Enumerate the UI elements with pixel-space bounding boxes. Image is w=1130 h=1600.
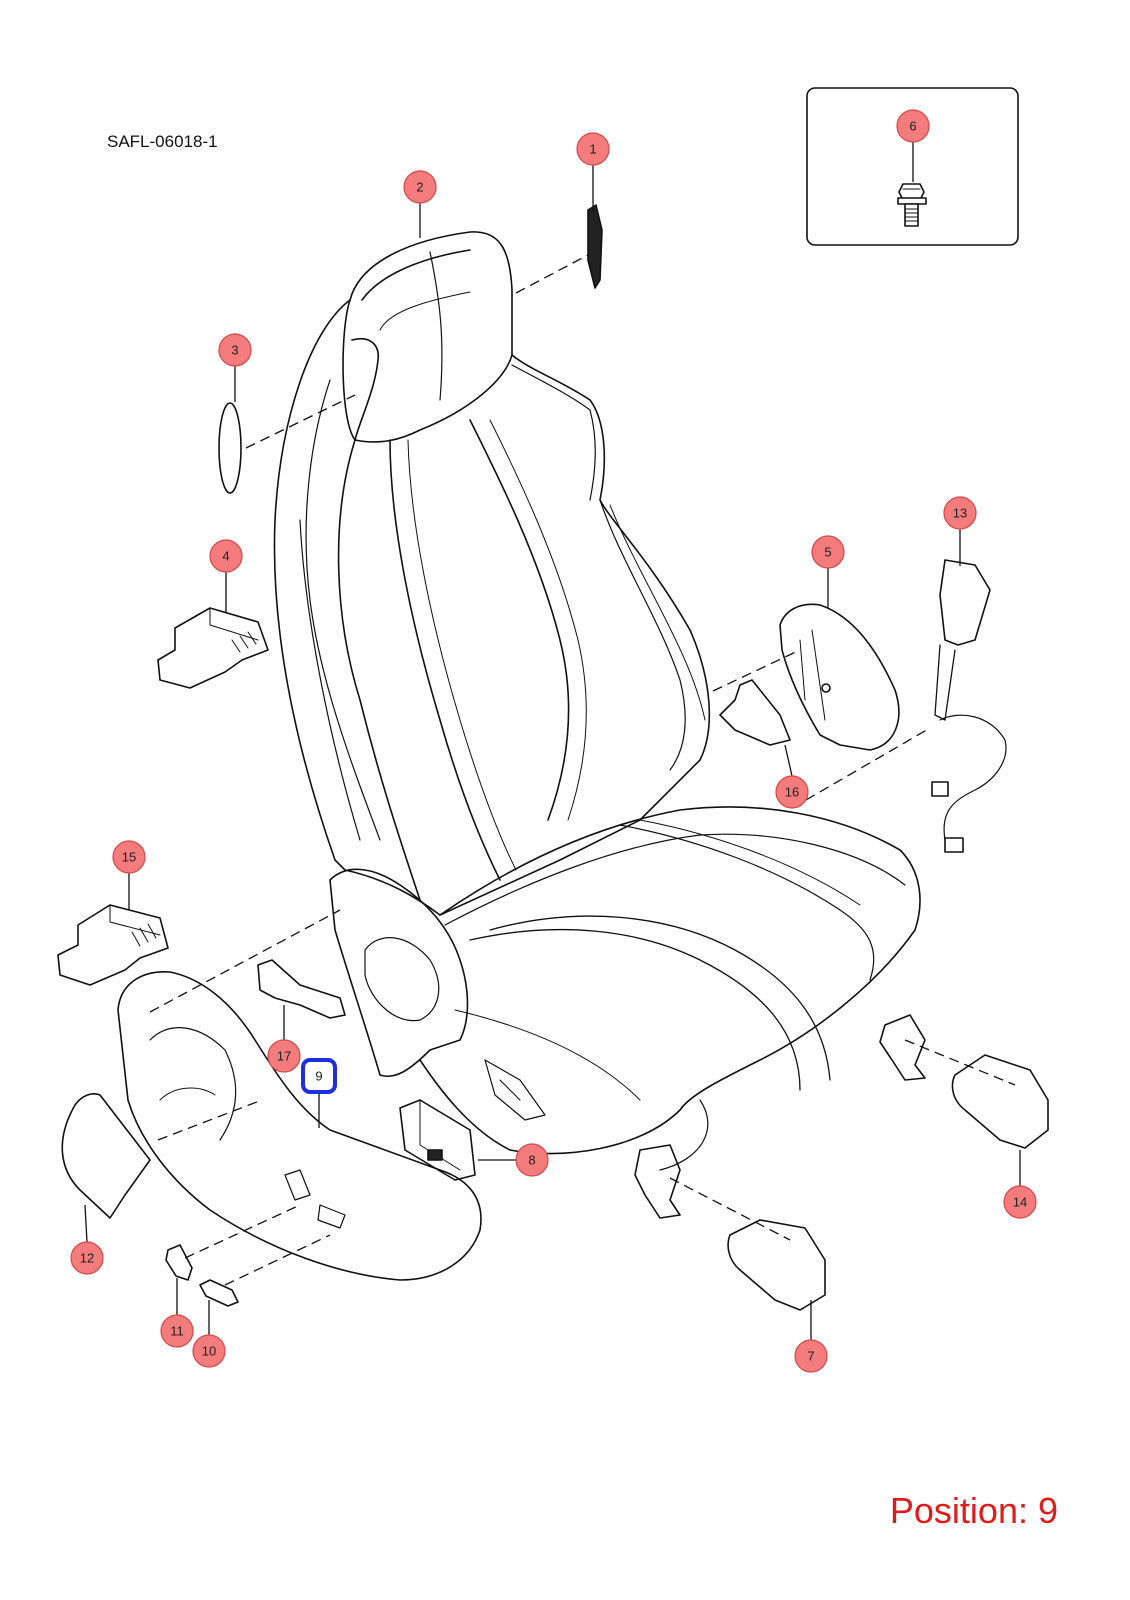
callout-circle xyxy=(576,132,610,166)
callout-label: 7 xyxy=(807,1349,814,1364)
callout-label: 13 xyxy=(953,506,967,521)
inset-box xyxy=(806,87,1019,246)
hinge-front xyxy=(879,1014,926,1081)
callout-circle xyxy=(160,1314,194,1348)
side-cover-part xyxy=(329,868,546,1121)
callout-label: 9 xyxy=(315,1069,322,1084)
callout-16[interactable]: 16 xyxy=(775,775,809,809)
callout-17[interactable]: 17 xyxy=(267,1039,301,1073)
module-part-8 xyxy=(399,1099,476,1181)
callout-circle xyxy=(192,1334,226,1368)
callout-12[interactable]: 12 xyxy=(70,1241,104,1275)
callout-circle xyxy=(515,1143,549,1177)
buckle-part-13 xyxy=(931,559,1007,853)
knob-part-11 xyxy=(165,1244,193,1281)
selected-callout-highlight xyxy=(301,1058,337,1094)
position-label: Position: 9 xyxy=(889,1490,1058,1531)
callout-6[interactable]: 6 xyxy=(896,109,930,143)
backrest xyxy=(273,299,711,916)
callout-circle xyxy=(943,496,977,530)
callout-label: 17 xyxy=(277,1049,291,1064)
diagram-code: SAFL-06018-1 xyxy=(107,132,218,151)
callout-circle xyxy=(267,1039,301,1073)
callout-8[interactable]: 8 xyxy=(515,1143,549,1177)
callout-circle xyxy=(218,333,252,367)
callout-label: 11 xyxy=(170,1324,184,1339)
bolt-part xyxy=(897,183,927,227)
bracket-part-17 xyxy=(257,959,346,1019)
callout-label: 12 xyxy=(80,1251,94,1266)
hinge-rear xyxy=(634,1144,681,1219)
callout-7[interactable]: 7 xyxy=(794,1339,828,1373)
callout-1[interactable]: 1 xyxy=(576,132,610,166)
lower-side-trim xyxy=(117,971,482,1281)
callout-circle xyxy=(112,840,146,874)
callout-label: 15 xyxy=(122,850,136,865)
end-cap-part-14 xyxy=(951,1054,1049,1149)
oval-part-3 xyxy=(218,402,242,494)
callout-3[interactable]: 3 xyxy=(218,333,252,367)
callout-label: 1 xyxy=(589,142,596,157)
headrest xyxy=(342,231,513,443)
bracket-part-4 xyxy=(157,607,269,689)
callout-9[interactable]: 9 xyxy=(301,1058,337,1094)
callout-label: 5 xyxy=(824,545,831,560)
callout-2[interactable]: 2 xyxy=(403,170,437,204)
callout-circle xyxy=(794,1339,828,1373)
callout-stems xyxy=(84,142,1021,1340)
callout-label: 10 xyxy=(202,1344,216,1359)
callout-label: 2 xyxy=(416,180,423,195)
callout-10[interactable]: 10 xyxy=(192,1334,226,1368)
callout-14[interactable]: 14 xyxy=(1003,1185,1037,1219)
callout-label: 16 xyxy=(785,785,799,800)
seat-cushion xyxy=(419,806,921,1171)
bracket-part-15 xyxy=(57,904,169,986)
callout-circle xyxy=(896,109,930,143)
cover-part-5 xyxy=(779,603,900,751)
callout-circle xyxy=(1003,1185,1037,1219)
callout-11[interactable]: 11 xyxy=(160,1314,194,1348)
bracket-part-16 xyxy=(719,679,791,746)
callout-label: 4 xyxy=(222,549,229,564)
callout-circle xyxy=(811,535,845,569)
callout-15[interactable]: 15 xyxy=(112,840,146,874)
leader-lines xyxy=(149,254,1016,1286)
callout-5[interactable]: 5 xyxy=(811,535,845,569)
callout-circle xyxy=(209,539,243,573)
clip-part-1 xyxy=(587,204,603,289)
callout-4[interactable]: 4 xyxy=(209,539,243,573)
knob-part-10 xyxy=(199,1279,239,1307)
callout-circle xyxy=(70,1241,104,1275)
callout-label: 8 xyxy=(528,1153,535,1168)
callout-circle xyxy=(403,170,437,204)
callout-label: 6 xyxy=(909,119,916,134)
callout-label: 14 xyxy=(1013,1195,1027,1210)
callout-label: 3 xyxy=(231,343,238,358)
callout-13[interactable]: 13 xyxy=(943,496,977,530)
end-cap-part-7 xyxy=(727,1219,826,1311)
flap-part-12 xyxy=(61,1093,151,1219)
callout-circle xyxy=(775,775,809,809)
